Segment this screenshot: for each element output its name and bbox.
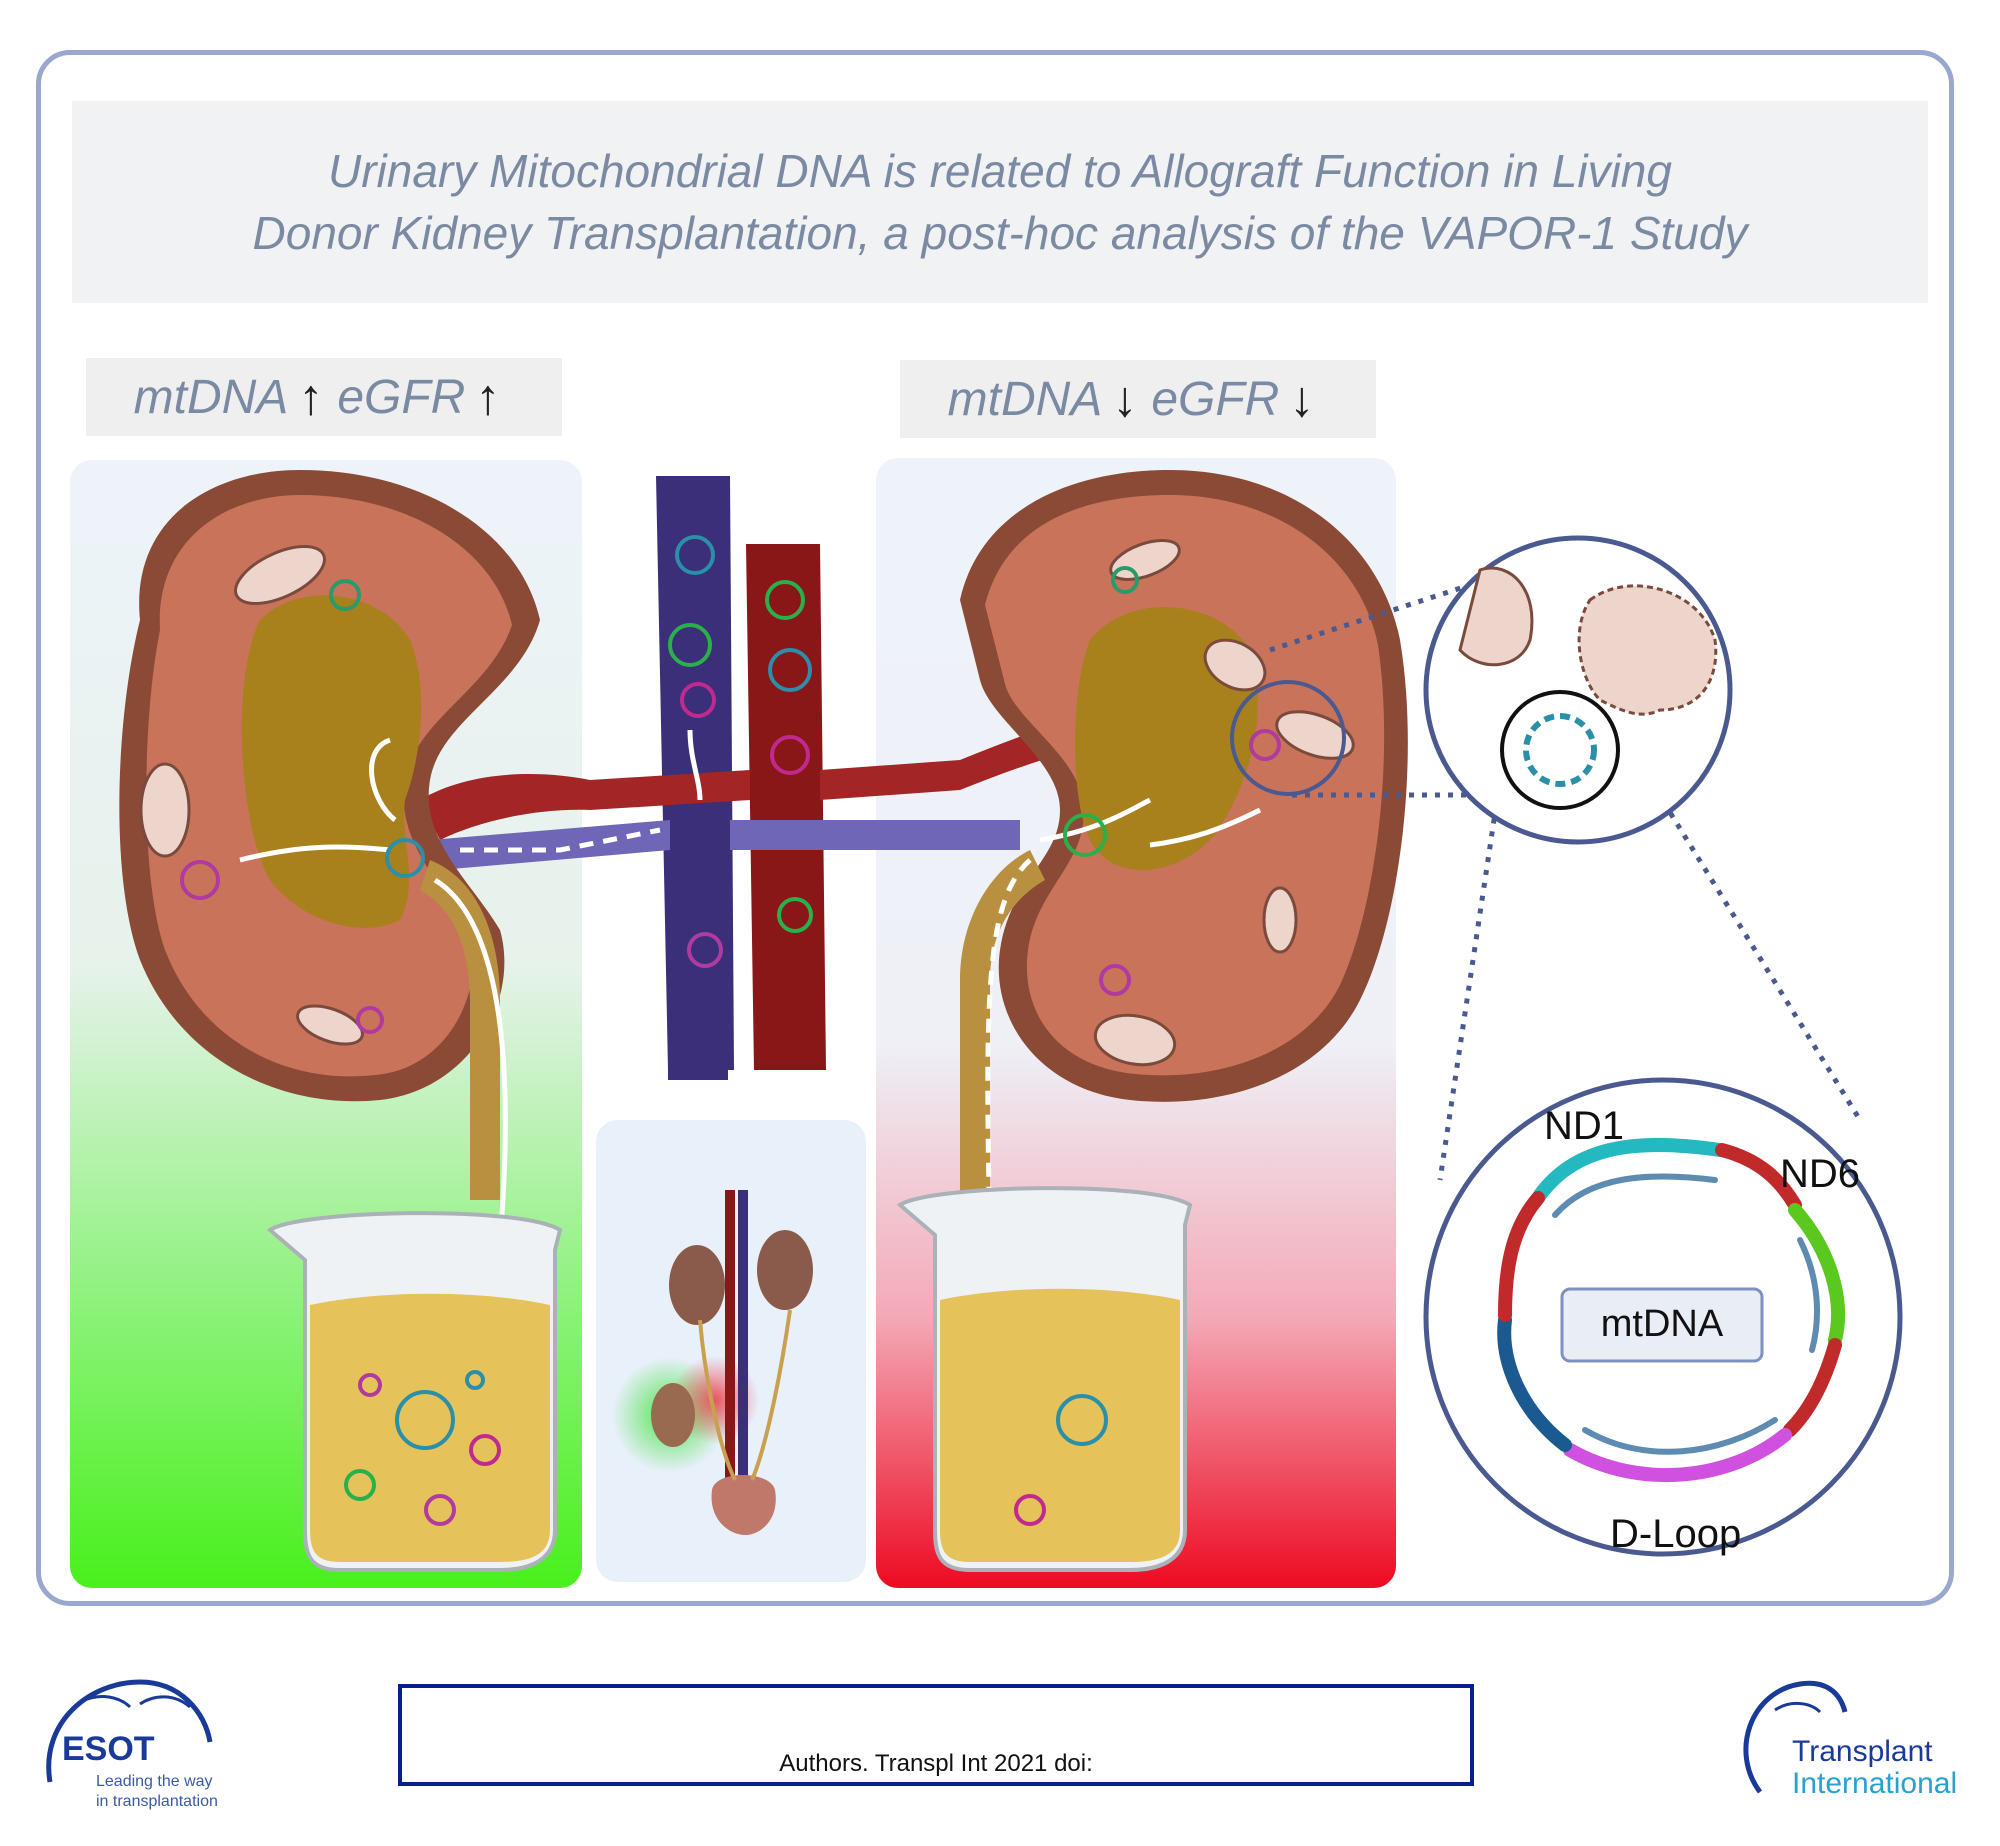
esot-name: ESOT [62, 1730, 155, 1768]
esot-tagline: Leading the way in transplantation [96, 1772, 218, 1812]
renal-artery-left [420, 770, 750, 840]
right-ureter [960, 850, 1045, 1200]
left-tag: mtDNA ↑ eGFR ↑ [86, 358, 562, 436]
mtdna-rings [180, 535, 1281, 1034]
title-box [72, 101, 1928, 303]
down-arrow-icon: ↓ [1112, 371, 1138, 427]
nd6-segment [1788, 1203, 1845, 1347]
cell-zoom-circle [1423, 535, 1733, 845]
transplant-international-logo [1743, 1680, 1848, 1794]
nd1-segment [1533, 1137, 1727, 1202]
esot-tagline-2: in transplantation [96, 1793, 218, 1810]
right-kidney [960, 470, 1408, 1102]
renal-vein-left [430, 820, 670, 870]
mitochondria [139, 539, 1355, 1067]
journal-line-1: Transplant [1792, 1735, 1933, 1768]
aorta [746, 544, 826, 1070]
anatomy-figure [612, 1190, 813, 1535]
left-tag-mtdna: mtDNA [133, 370, 289, 424]
left-beaker [266, 1211, 563, 1572]
up-arrow-icon: ↑ [475, 369, 501, 425]
flow-arrows [239, 729, 1262, 1241]
zoom-lines [1269, 582, 1863, 1181]
dloop-segment [1563, 1428, 1792, 1483]
dloop-label: D-Loop [1610, 1512, 1742, 1556]
figure-title: Urinary Mitochondrial DNA is related to … [72, 140, 1928, 264]
esot-logo [46, 1679, 213, 1783]
left-tag-egfr: eGFR [337, 370, 466, 424]
authors-box [398, 1684, 1474, 1786]
left-kidney [119, 470, 541, 1102]
right-tag-egfr: eGFR [1151, 372, 1280, 426]
journal-name: Transplant International [1792, 1736, 1957, 1800]
authors-citation: Authors. Transpl Int 2021 doi: [779, 1750, 1093, 1777]
up-arrow-icon: ↑ [298, 369, 324, 425]
title-line-1: Urinary Mitochondrial DNA is related to … [328, 145, 1672, 197]
title-line-2: Donor Kidney Transplantation, a post-hoc… [252, 207, 1748, 259]
right-tag-mtdna: mtDNA [947, 372, 1103, 426]
renal-vein-right [730, 820, 1020, 850]
esot-tagline-1: Leading the way [96, 1773, 213, 1790]
mtdna-center-label: mtDNA [1600, 1303, 1724, 1345]
down-arrow-icon: ↓ [1289, 371, 1315, 427]
journal-line-2: International [1792, 1767, 1958, 1800]
mtdna-zoom-circle [1423, 1077, 1903, 1557]
nd6-label: ND6 [1780, 1152, 1861, 1196]
nd1-label: ND1 [1544, 1104, 1625, 1148]
right-tag: mtDNA ↓ eGFR ↓ [900, 360, 1376, 438]
zoom-source-circle [1230, 680, 1346, 796]
right-beaker [896, 1186, 1193, 1572]
